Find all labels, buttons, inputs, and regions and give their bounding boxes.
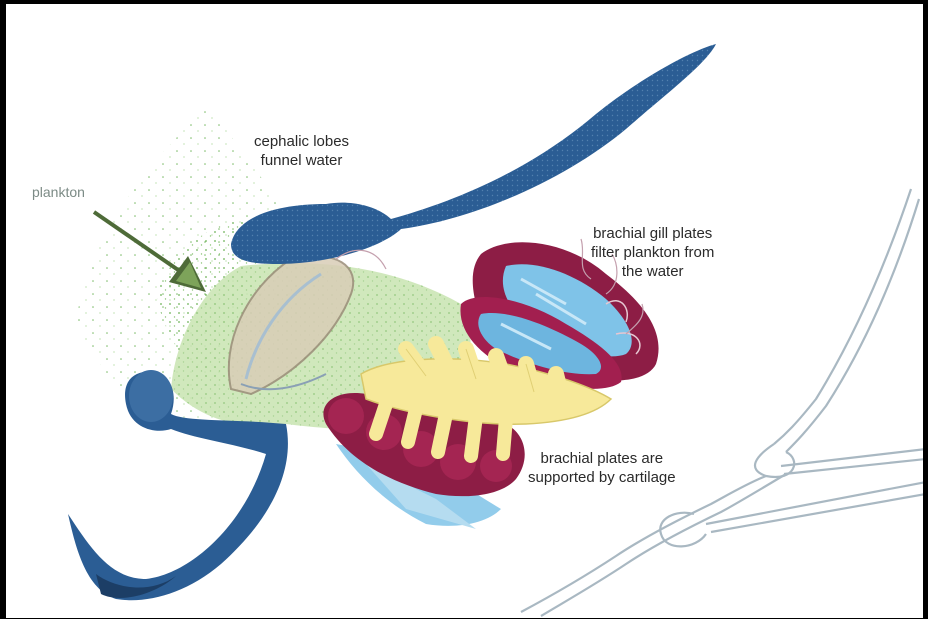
cartilage-label-line: supported by cartilage — [528, 468, 676, 487]
cartilage-label-line: brachial plates are — [528, 449, 676, 468]
cartilage-label: brachial plates are supported by cartila… — [528, 449, 676, 487]
manta-mouth-illustration — [6, 4, 923, 618]
cephalic-lobes-label-line: funnel water — [254, 151, 349, 170]
gill-label-line: filter plankton from — [591, 243, 714, 262]
plankton-label: plankton — [32, 183, 85, 202]
gill-label-line: brachial gill plates — [591, 224, 714, 243]
cephalic-lobes-label-line: cephalic lobes — [254, 132, 349, 151]
cephalic-lobes-label: cephalic lobes funnel water — [254, 132, 349, 170]
gill-label-line: the water — [591, 262, 714, 281]
brachial-gill-plates-label: brachial gill plates filter plankton fro… — [591, 224, 714, 281]
